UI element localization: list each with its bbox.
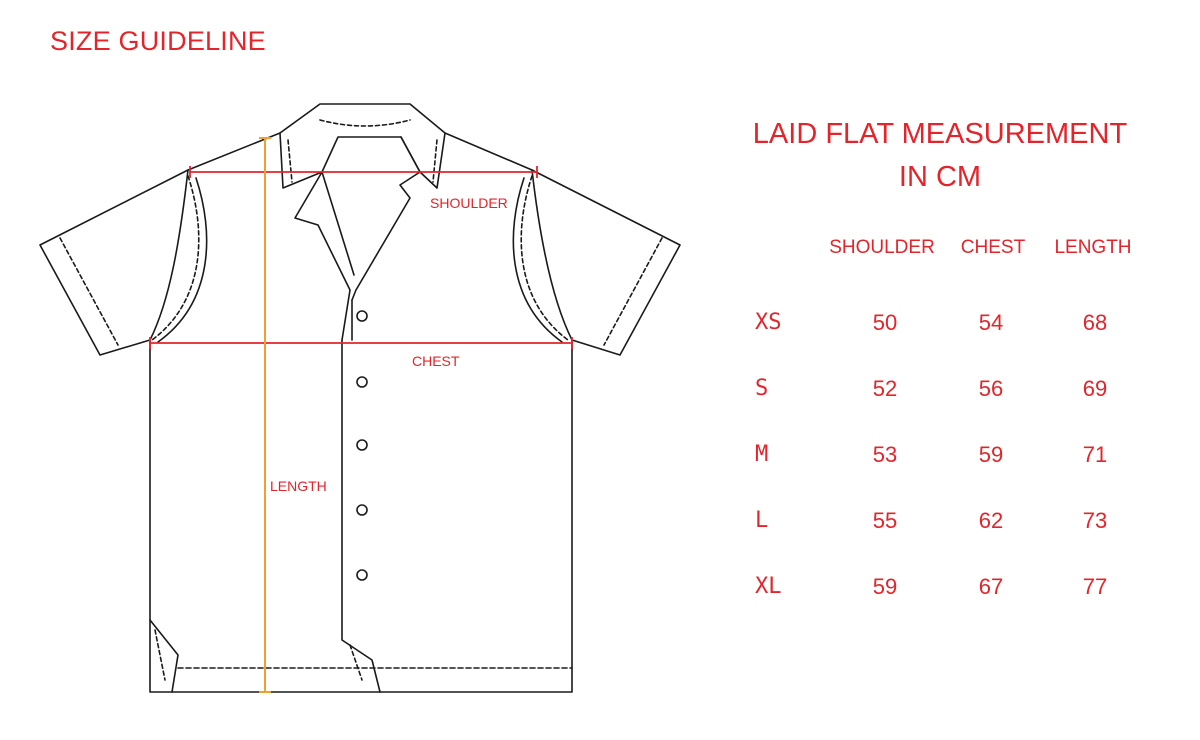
- table-cell: 54: [978, 310, 1004, 335]
- table-cell: 56: [978, 376, 1004, 401]
- chest-label: CHEST: [412, 353, 460, 369]
- row-size-label: XL: [755, 574, 782, 599]
- table-cell: 55: [872, 508, 898, 533]
- table-cell: 77: [1082, 574, 1108, 599]
- chest-measure: [149, 337, 573, 349]
- row-size-label: L: [755, 508, 769, 533]
- left-lapel: [294, 171, 351, 341]
- table-title-line1: LAID FLAT MEASUREMENT: [752, 118, 1128, 150]
- table-cell: 52: [872, 376, 898, 401]
- page-title: SIZE GUIDELINE: [50, 26, 266, 56]
- left-sleeve-hem: [59, 237, 119, 346]
- right-lapel: [351, 171, 421, 301]
- table-cell: 62: [978, 508, 1004, 533]
- placket: [341, 339, 381, 693]
- shirt-diagram: SHOULDER CHEST LENGTH: [39, 103, 681, 693]
- row-size-label: XS: [755, 310, 782, 335]
- length-label: LENGTH: [270, 478, 327, 494]
- table-cell: 67: [978, 574, 1004, 599]
- column-header-chest: CHEST: [960, 237, 1026, 258]
- table-cell: 68: [1082, 310, 1108, 335]
- table-cell: 59: [978, 442, 1004, 467]
- table-cell: 59: [872, 574, 898, 599]
- collar: [279, 132, 446, 189]
- buttons: [356, 310, 368, 581]
- table-title-line2: IN CM: [898, 161, 982, 193]
- row-size-label: S: [755, 376, 769, 401]
- column-header-length: LENGTH: [1054, 237, 1132, 258]
- table-cell: 71: [1082, 442, 1108, 467]
- table-cell: 53: [872, 442, 898, 467]
- column-header-shoulder: SHOULDER: [829, 237, 935, 258]
- shoulder-measure: [189, 166, 538, 178]
- table-cell: 69: [1082, 376, 1108, 401]
- shoulder-label: SHOULDER: [430, 195, 508, 211]
- length-measure: [259, 137, 271, 693]
- size-table: LAID FLAT MEASUREMENT IN CM SHOULDER CHE…: [700, 0, 1200, 740]
- row-size-label: M: [755, 442, 769, 467]
- right-sleeve-hem: [603, 237, 663, 346]
- table-cell: 73: [1082, 508, 1108, 533]
- table-cell: 50: [872, 310, 898, 335]
- shirt-body-outline: [149, 339, 573, 693]
